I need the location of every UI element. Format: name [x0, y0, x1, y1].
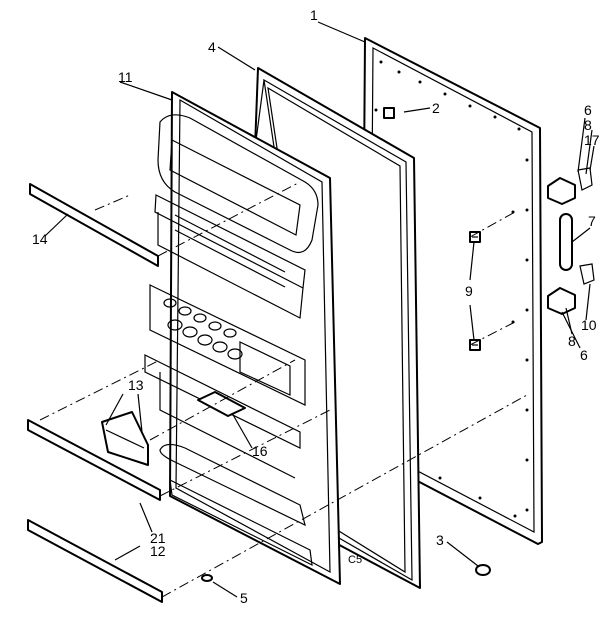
shelf-rail-lower [27, 519, 163, 603]
dairy-door [101, 411, 149, 466]
upper-hinge-bracket [547, 167, 593, 205]
callout-13: 13 [128, 377, 144, 393]
callout-10: 10 [581, 317, 597, 333]
plug-button [383, 107, 395, 119]
callout-3: 3 [436, 532, 444, 548]
callout-labels: 1 2 3 4 5 6 8 17 7 9 10 8 6 11 14 13 16 … [32, 7, 600, 606]
hinge-cap [475, 564, 491, 576]
callout-21: 21 [150, 530, 166, 546]
plug-small [201, 574, 213, 582]
callout-8-upper: 8 [584, 117, 592, 133]
callout-14: 14 [32, 231, 48, 247]
callout-12: 12 [150, 543, 166, 559]
callout-17: 17 [584, 132, 600, 148]
inner-door-liner [144, 91, 341, 585]
callout-6-lower: 6 [580, 347, 588, 363]
callout-5: 5 [240, 590, 248, 606]
lower-hinge-bracket [547, 263, 595, 315]
callout-1: 1 [310, 7, 318, 23]
butter-door [197, 391, 246, 417]
callout-9: 9 [465, 283, 473, 299]
figure-code: C5 [348, 554, 362, 566]
shelf-rail-upper [29, 183, 159, 267]
callout-8-lower: 8 [568, 333, 576, 349]
callout-6-upper: 6 [584, 102, 592, 118]
shelf-rail-middle [27, 419, 161, 501]
callout-7: 7 [588, 213, 596, 229]
callout-4: 4 [208, 39, 216, 55]
handle-tube [559, 213, 573, 271]
callout-16: 16 [252, 443, 268, 459]
callout-2: 2 [432, 100, 440, 116]
callout-11: 11 [118, 69, 133, 85]
leader-lines [39, 21, 595, 598]
